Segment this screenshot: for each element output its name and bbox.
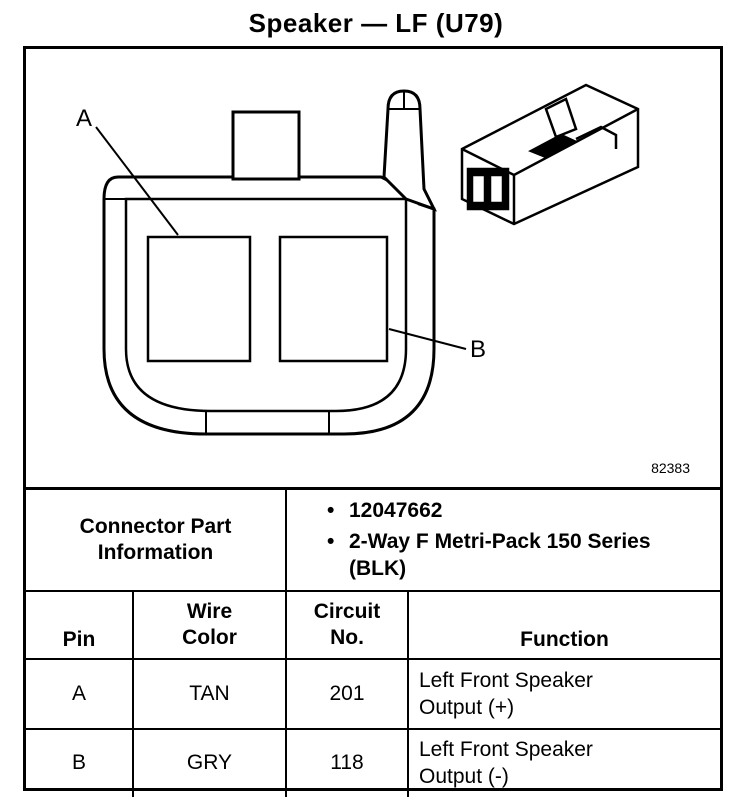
- function-cell: Left Front Speaker Output (-): [407, 727, 720, 797]
- locking-lever: [382, 89, 438, 212]
- header-pin: Pin: [26, 589, 134, 660]
- connector-iso-view: [460, 83, 640, 226]
- connector-drawing: [95, 83, 640, 436]
- function-cell: Left Front Speaker Output (+): [407, 657, 720, 730]
- wire-color-cell: GRY: [132, 727, 287, 797]
- pinout-table: Connector Part Information •12047662 •2-…: [26, 487, 720, 797]
- page-title: Speaker — LF (U79): [248, 8, 504, 38]
- header-circuit: Circuit No.: [285, 589, 409, 660]
- latch-tab: [231, 110, 301, 181]
- leader-line-b: [388, 328, 467, 350]
- pin-cell: B: [26, 727, 134, 797]
- figure-number: 82383: [651, 460, 690, 476]
- connector-info-items: •12047662 •2-Way F Metri-Pack 150 Series…: [285, 487, 720, 592]
- cavity-b: [278, 235, 389, 363]
- leader-line-a: [95, 126, 179, 236]
- circuit-cell: 201: [285, 657, 409, 730]
- connector-sheet: A B 82383 Connector Part Information •12…: [23, 46, 723, 797]
- cavity-a: [146, 235, 252, 363]
- table-row: B GRY 118 Left Front Speaker Output (-): [26, 727, 720, 797]
- pin-a-label: A: [76, 105, 93, 132]
- connector-housing-inner: [124, 197, 408, 413]
- pin-cell: A: [26, 657, 134, 730]
- info-item: •2-Way F Metri-Pack 150 Series (BLK): [327, 530, 651, 581]
- info-item: •12047662: [327, 499, 443, 523]
- wire-color-cell: TAN: [132, 657, 287, 730]
- connector-info-row: Connector Part Information •12047662 •2-…: [26, 487, 720, 592]
- header-function: Function: [407, 589, 720, 660]
- table-header-row: Pin Wire Color Circuit No. Function: [26, 589, 720, 660]
- header-wire-color: Wire Color: [132, 589, 287, 660]
- connector-info-label: Connector Part Information: [26, 487, 287, 592]
- table-row: A TAN 201 Left Front Speaker Output (+): [26, 657, 720, 730]
- connector-diagram: A B 82383: [26, 49, 720, 487]
- pin-b-label: B: [470, 336, 487, 363]
- circuit-cell: 118: [285, 727, 409, 797]
